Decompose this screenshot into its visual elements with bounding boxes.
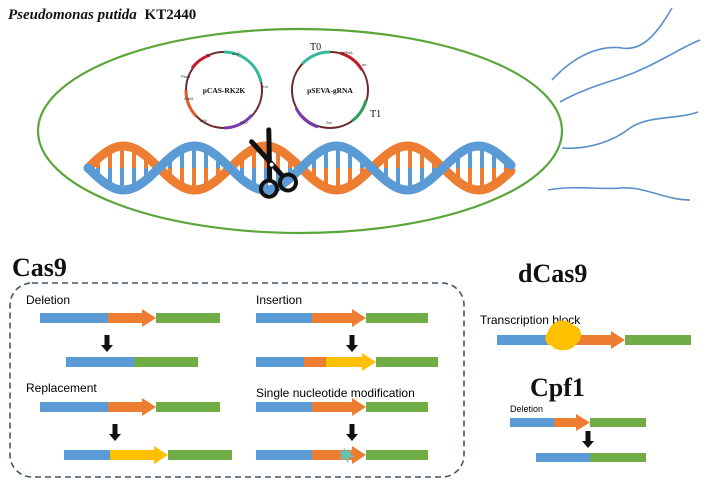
flagellum-4 [547,186,691,201]
gene-upstream [256,313,312,323]
dcas9-heading: dCas9 [518,259,587,288]
feature-label: gRNA [342,50,353,55]
plasmid-label: pSEVA-gRNA [307,86,353,95]
gene-downstream [156,313,220,323]
gene-upstream [256,450,312,460]
feature-label: RK2 [240,120,249,125]
feature-label-t0: T0 [310,42,321,53]
insertion-label: Insertion [256,293,302,307]
gene-downstream [625,335,691,345]
down-arrow-icon [109,424,121,441]
feature-label: oriV [200,118,207,123]
cas9-heading: Cas9 [12,253,67,282]
title-organism: Pseudomonas putida [8,7,137,23]
snm-label: Single nucleotide modification [256,386,415,400]
feature-label: Cas9 [184,96,194,101]
gene-upstream [510,418,554,427]
replacement-label: Replacement [26,381,97,395]
gene-target [108,309,156,327]
gene-upstream [40,313,108,323]
feature-label: araC [232,51,241,56]
gene-modified [312,446,366,464]
flagellum-3 [561,111,699,150]
feature-label: Km [262,84,269,89]
gene-constructs [40,309,691,464]
cell-outline [36,27,564,235]
plasmid-pcas-rk2k: pCAS-RK2K hp araC Km RK2 oriV Pbad Cas9 [181,50,269,130]
gene-downstream [376,357,438,367]
gene-downstream [590,453,646,462]
gene-downstream [156,402,220,412]
gene-downstream [366,402,428,412]
deletion-label: Deletion [26,293,70,307]
gene-downstream [590,418,646,427]
gene-target [108,398,156,416]
dna-base-pairs [96,146,508,190]
gene-downstream [168,450,232,460]
gene-upstream [256,402,312,412]
feature-label: ori [362,62,367,67]
point-mutation-icon [338,448,355,463]
gene-target [312,398,366,416]
flagellum-2 [559,39,701,103]
gene-target [554,414,590,431]
cpf1-heading: Cpf1 [530,373,585,402]
gene-upstream [66,357,134,367]
dna-strand-blue [83,141,516,195]
gene-downstream [366,313,428,323]
gene-downstream [366,450,428,460]
feature-label-t1: T1 [370,109,381,120]
gene-upstream [40,402,108,412]
feature-label: Pbad [181,74,190,79]
dcas9-protein-icon [545,320,582,351]
plasmid-label: pCAS-RK2K [203,86,246,95]
plasmid-pseva-grna: pSEVA-gRNA T0 gRNA ori Sm T1 [291,42,381,129]
gene-upstream [536,453,590,462]
feature-label: Sm [326,120,333,125]
flagella [547,7,701,201]
gene-replacement [110,446,168,464]
cpf1-deletion-label: Deletion [510,404,543,414]
gene-target [577,331,625,349]
gene-insert [326,353,376,371]
gene-upstream [497,335,577,345]
feature-label: hp [206,52,211,57]
cas9-panel-frame [9,282,465,478]
flagellum-1 [551,7,673,81]
gene-downstream [134,357,198,367]
gene-upstream [64,450,110,460]
down-arrow-icon [346,424,358,441]
title-strain: KT2440 [145,7,197,23]
down-arrow-icon [346,335,358,352]
down-arrow-icon [101,335,113,352]
gene-target [312,309,366,327]
title: Pseudomonas putida KT2440 [8,7,196,23]
gene-target [304,357,326,367]
scissors-icon [249,127,298,199]
down-arrow-icon [582,431,594,448]
dna-helix [83,141,516,195]
gene-upstream [256,357,304,367]
